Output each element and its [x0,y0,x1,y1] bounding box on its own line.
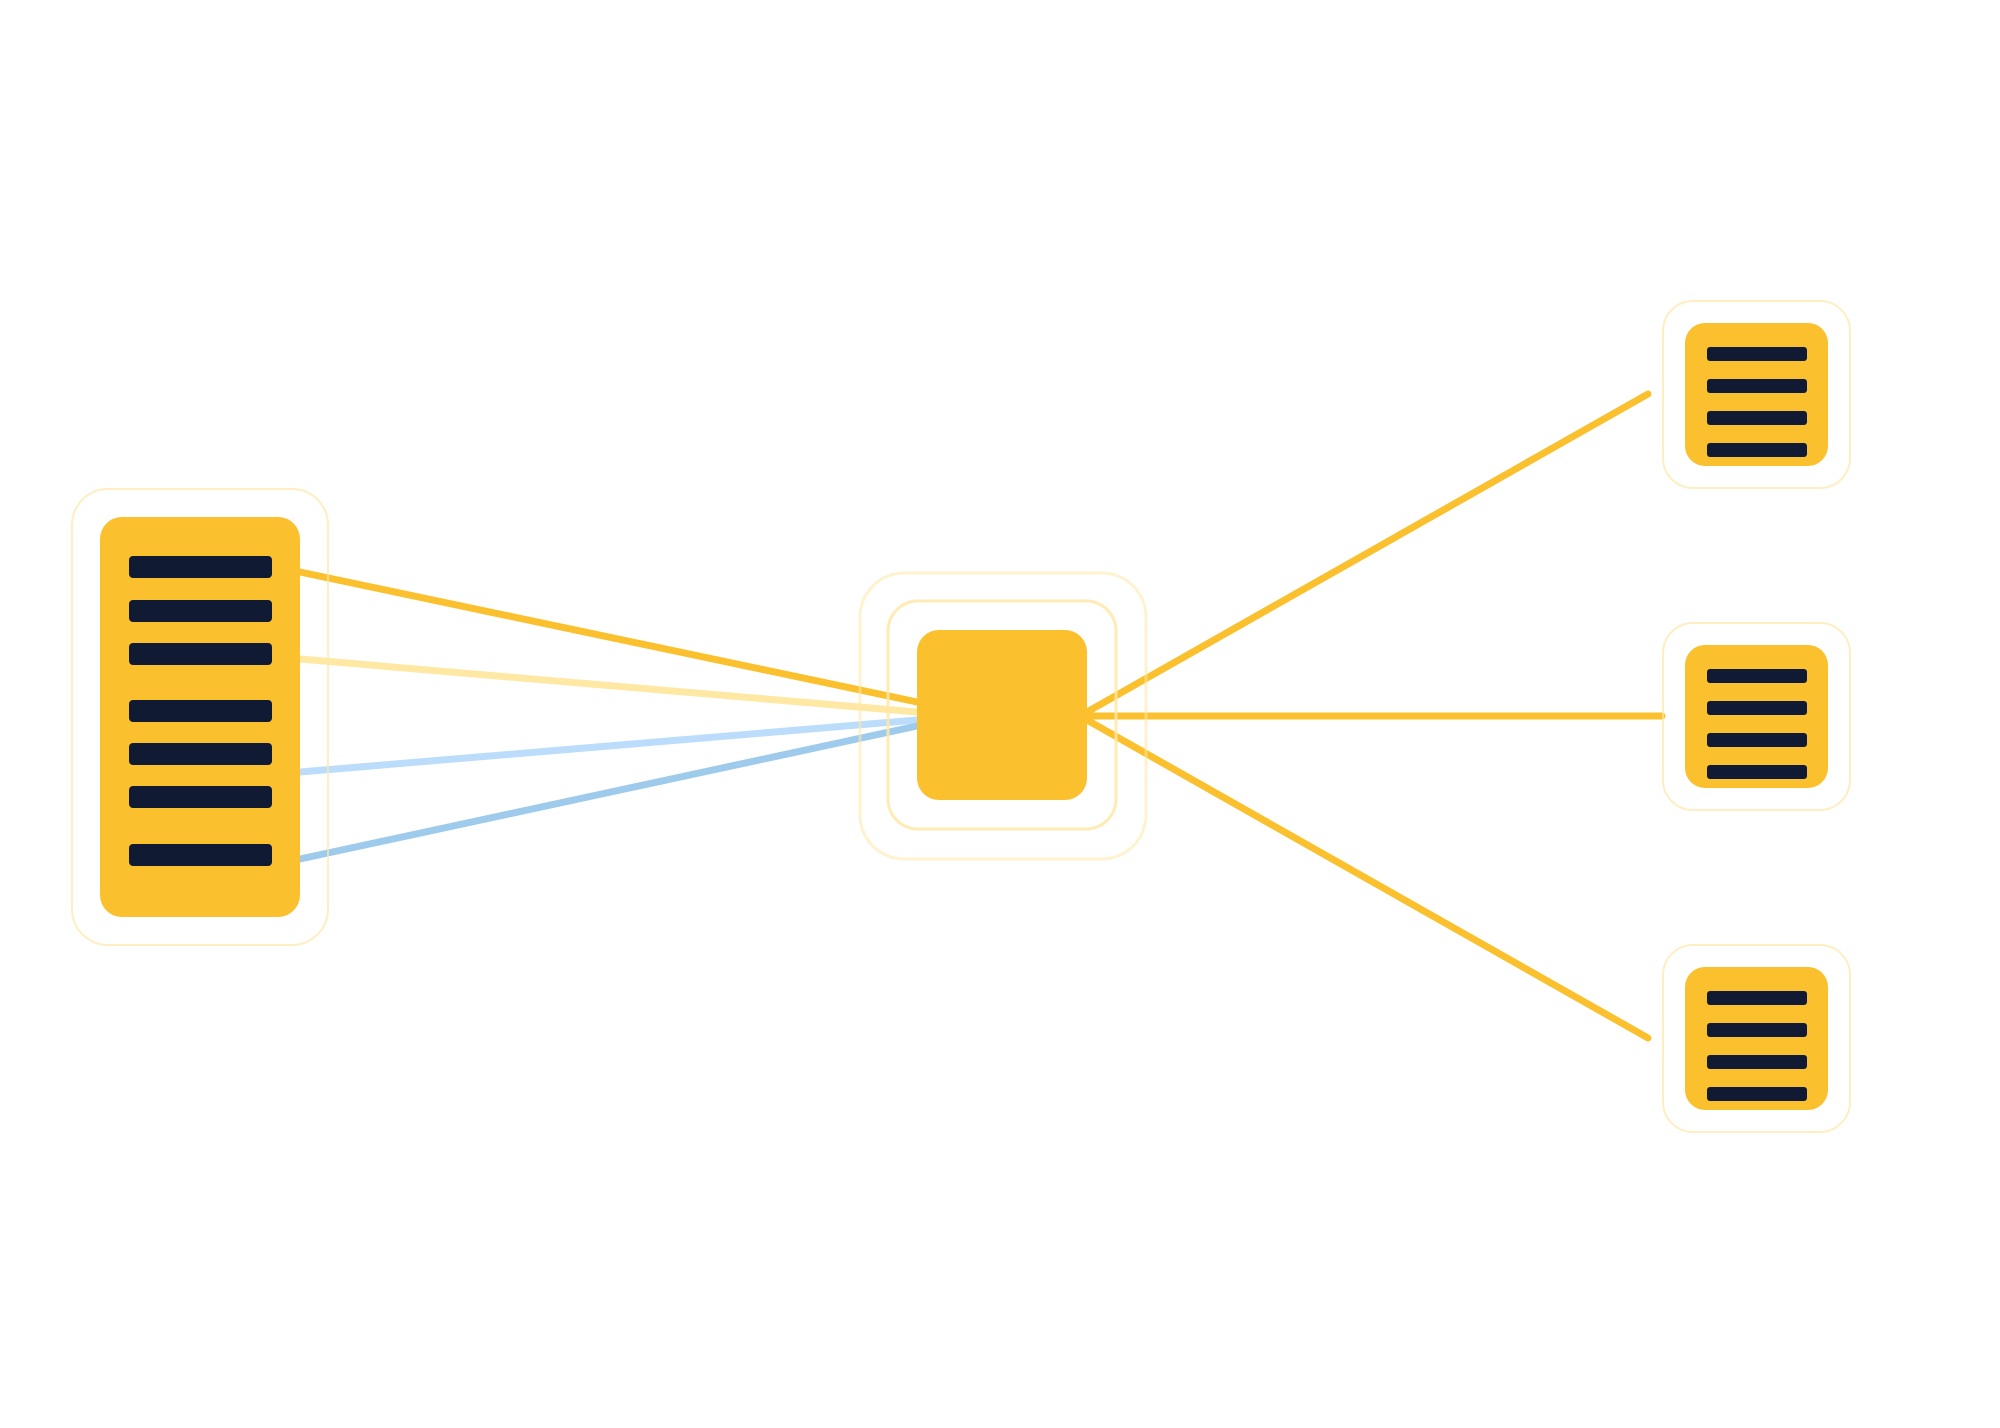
hub-node[interactable] [858,571,1148,861]
source-slot-7 [129,844,272,866]
target-node-3[interactable] [1662,944,1851,1133]
incoming-link-3 [296,716,921,776]
incoming-link-4 [296,722,921,863]
target-slot-1 [1707,347,1807,361]
target-slot-4 [1707,443,1807,457]
target-node-halo [1662,944,1851,1133]
target-slot-3 [1707,411,1807,425]
hub-icon [917,630,1087,800]
source-slot-5 [129,743,272,765]
target-node-1[interactable] [1662,300,1851,489]
incoming-link-2 [296,655,921,716]
target-node-halo [1662,622,1851,811]
links-layer [296,390,1666,1042]
target-slot-2 [1707,1023,1807,1037]
outgoing-link-1 [1083,390,1652,716]
target-slot-3 [1707,1055,1807,1069]
source-slot-1 [129,556,272,578]
source-node[interactable] [71,488,329,946]
target-slot-2 [1707,379,1807,393]
hub-ring-2 [858,571,1148,861]
source-slot-2 [129,600,272,622]
target-slot-1 [1707,669,1807,683]
target-node-halo [1662,300,1851,489]
incoming-link-1 [296,568,921,706]
source-slot-4 [129,700,272,722]
target-slot-4 [1707,1087,1807,1101]
source-node-halo [71,488,329,946]
target-slot-3 [1707,733,1807,747]
target-node-2[interactable] [1662,622,1851,811]
outgoing-link-3 [1083,716,1652,1042]
target-slot-2 [1707,701,1807,715]
target-slot-1 [1707,991,1807,1005]
hub-ring-1 [886,599,1118,831]
source-slot-3 [129,643,272,665]
nodes-layer [71,300,1851,1133]
source-slot-6 [129,786,272,808]
target-slot-4 [1707,765,1807,779]
